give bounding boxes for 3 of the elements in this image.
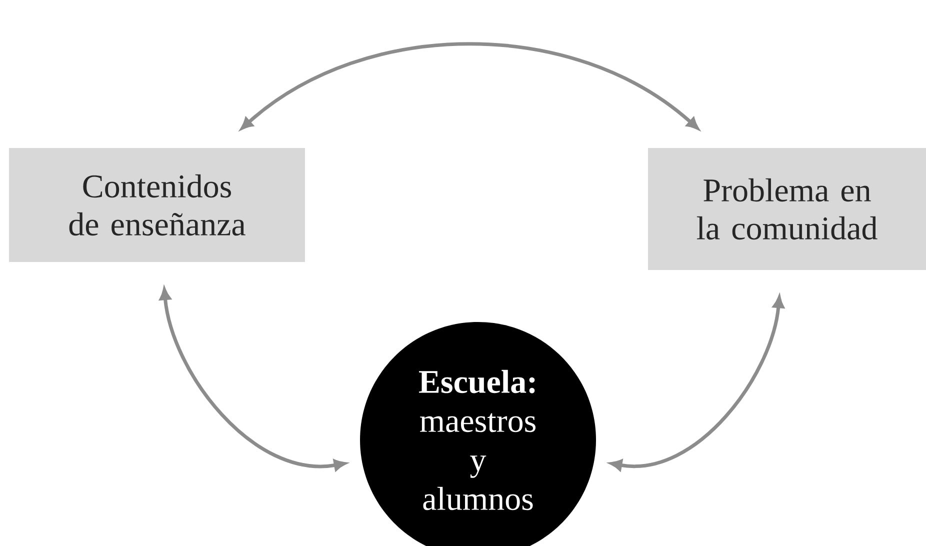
concept-box: Contenidos de enseñanza	[9, 148, 305, 262]
concept-box: Problema en la comunidad	[648, 148, 926, 270]
double-arrow	[240, 42, 699, 130]
